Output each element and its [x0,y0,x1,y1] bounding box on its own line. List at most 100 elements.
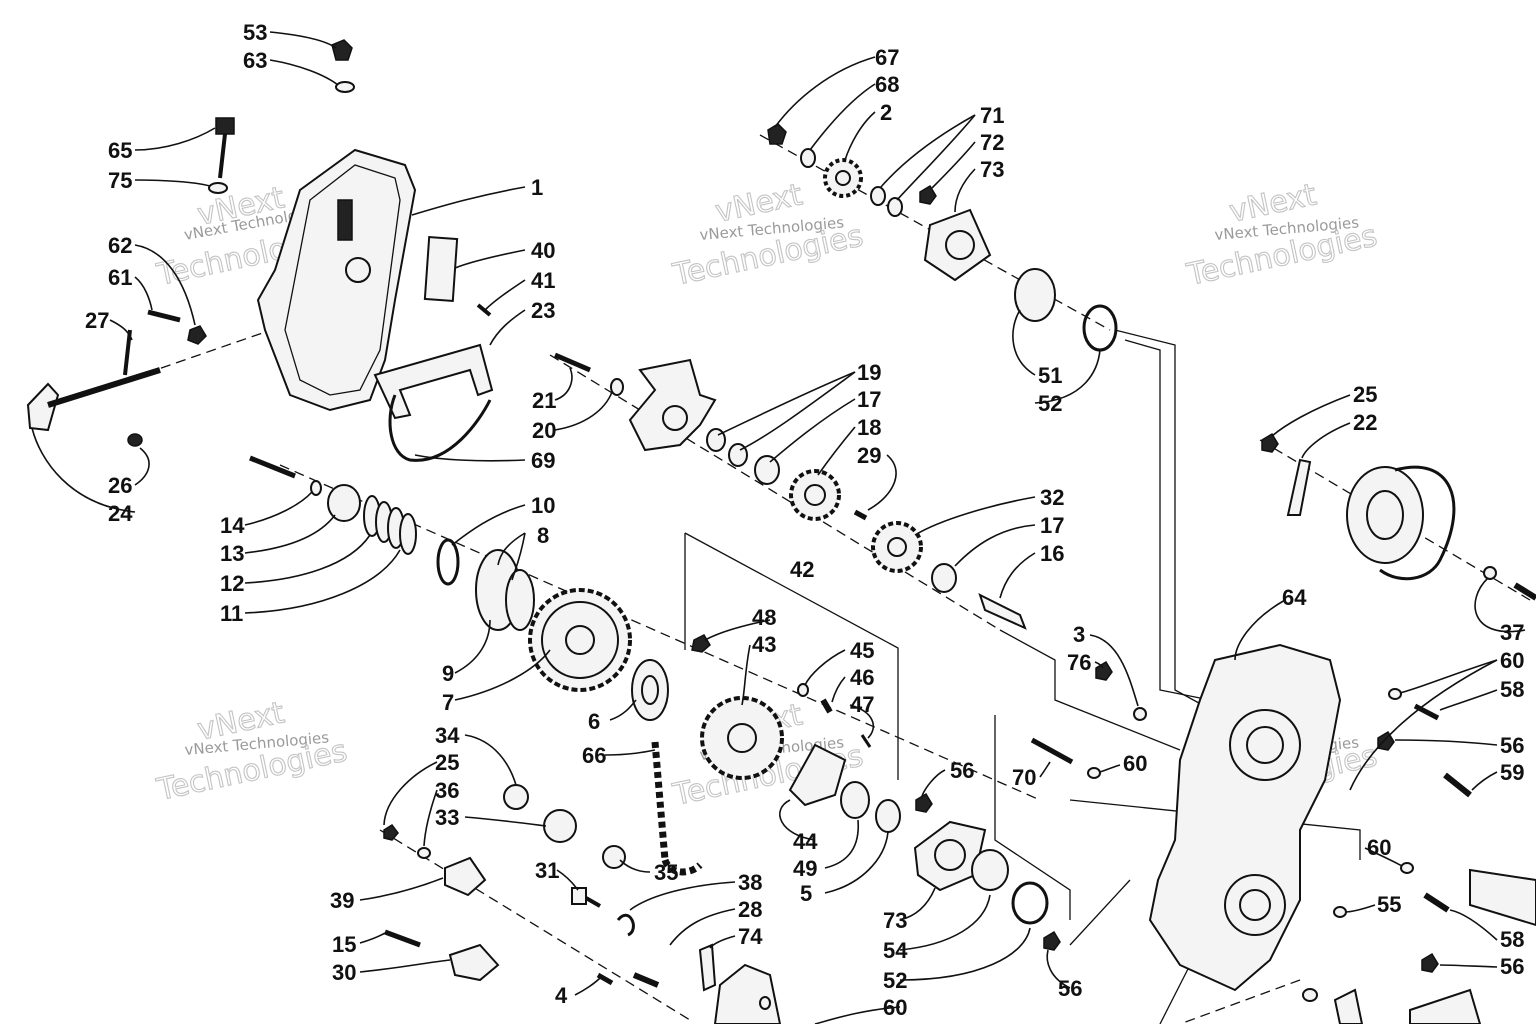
callout-28: 28 [738,897,762,922]
pin [596,972,614,986]
callout-33: 33 [435,805,459,830]
callout-56: 56 [1058,976,1082,1001]
callout-56: 56 [950,758,974,783]
callout-56: 56 [1500,954,1524,979]
callout-38: 38 [738,870,762,895]
nut-icon [187,325,207,345]
callout-23: 23 [531,298,555,323]
callout-29: 29 [857,443,881,468]
chaincase-cover-icon [1346,465,1456,581]
callout-46: 46 [850,665,874,690]
o-ring [1011,881,1049,925]
callout-47: 47 [850,692,874,717]
nut-icon [1261,432,1279,453]
washer-icon [1302,988,1318,1002]
callout-60: 60 [883,995,907,1020]
callout-37: 37 [1500,620,1524,645]
callout-68: 68 [875,72,899,97]
washer-icon [797,683,809,697]
callout-63: 63 [243,48,267,73]
bearing-icon [602,845,626,869]
callout-labels: 53 63 65 75 1 40 41 23 62 61 27 69 26 24… [85,20,1524,1020]
group-bracket [684,532,899,780]
callout-2: 2 [880,100,892,125]
callout-75: 75 [108,168,132,193]
sprocket-icon [700,696,784,780]
callout-12: 12 [220,571,244,596]
callout-58: 58 [1500,677,1524,702]
callout-67: 67 [875,45,899,70]
washer-icon [310,480,322,496]
callout-54: 54 [883,938,908,963]
bolt-icon [554,352,591,373]
bolt-icon [860,734,872,748]
drive-chain-icon [651,741,703,876]
washer-icon [417,847,431,859]
tensioner-block [448,943,500,982]
washer-icon [800,148,816,168]
nut-icon [1043,930,1061,951]
callout-14: 14 [220,513,245,538]
callout-73: 73 [883,908,907,933]
callout-53: 53 [243,20,267,45]
callout-8: 8 [537,523,549,548]
tensioner-arm [788,743,847,807]
callout-35: 35 [654,860,678,885]
washer-icon [870,186,886,206]
callout-17: 17 [857,387,881,412]
nut-icon [767,123,787,145]
callout-34: 34 [435,723,460,748]
callout-62: 62 [108,233,132,258]
nut-icon [383,823,399,841]
spring-icon [363,495,417,555]
sprocket-icon [823,158,863,198]
drive-shaft [1333,988,1364,1024]
callout-6: 6 [588,709,600,734]
callout-32: 32 [1040,485,1064,510]
callout-52: 52 [883,968,907,993]
callout-17: 17 [1040,513,1064,538]
parts-layer [26,39,1536,1024]
callout-71: 71 [980,103,1004,128]
o-ring [1082,304,1118,352]
callout-30: 30 [332,960,356,985]
callout-42: 42 [790,557,814,582]
callout-48: 48 [752,605,776,630]
callout-41: 41 [531,268,555,293]
callout-11: 11 [220,601,243,626]
bolt-icon [632,972,660,988]
bearing-icon [840,781,870,819]
washer-icon [1483,566,1497,580]
callout-15: 15 [332,932,356,957]
sprocket-icon [528,588,632,692]
washer-icon [1388,688,1402,700]
callout-36: 36 [435,778,459,803]
bracket [713,963,782,1024]
callout-60: 60 [1123,751,1147,776]
bearing-icon [662,405,688,431]
bearing-icon [931,563,957,593]
callout-20: 20 [532,418,556,443]
callout-64: 64 [1282,585,1307,610]
nut-icon [1421,952,1439,973]
callout-55: 55 [1377,892,1401,917]
cable [388,394,492,462]
tensioner-block [444,856,487,897]
callout-18: 18 [857,415,881,440]
callout-25: 25 [1353,382,1377,407]
sprocket-icon [475,549,535,631]
callout-58: 58 [1500,927,1524,952]
leader-lines [31,31,1526,1024]
bearing-icon [754,455,780,485]
callout-70: 70 [1012,765,1036,790]
snap-ring [436,538,460,586]
callout-76: 76 [1067,650,1091,675]
bolt-icon [384,929,421,948]
callout-44: 44 [793,829,818,854]
callout-13: 13 [220,541,244,566]
bolt-icon [476,303,492,317]
callout-49: 49 [793,856,817,881]
callout-5: 5 [800,881,812,906]
callout-43: 43 [752,632,776,657]
sprocket-icon [631,659,669,721]
